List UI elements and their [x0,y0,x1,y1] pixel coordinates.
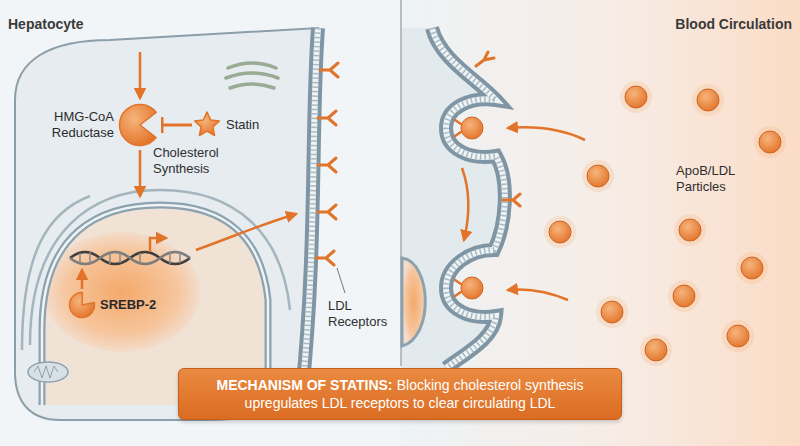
endocytosis-arrow [462,168,468,240]
uptake-arrow [508,289,568,300]
inhibition-connector [162,124,192,127]
dna-strand [70,252,190,264]
golgi [228,63,276,68]
pathway-arrow [139,52,142,98]
plasma-membrane [432,28,505,368]
expression-arrow [196,214,296,250]
transcription-arrow [150,238,166,252]
golgi [226,73,278,78]
uptake-arrow [508,127,585,140]
panel-title: Blood Circulation [640,16,792,33]
drug-icon [195,112,220,136]
plasma-membrane [302,28,318,392]
pathway-arrow [139,150,142,196]
plasma-membrane [432,28,505,368]
hepatocyte-body [15,28,318,420]
leader-line [337,268,345,293]
particle-glow [722,320,754,352]
node-label: HMG-CoA Reductase [42,109,114,140]
particle-glow [596,296,628,328]
node-label: SREBP-2 [100,297,156,313]
ldl-particle [673,285,695,307]
golgi [230,84,274,88]
ldl-particles [544,81,786,366]
enzyme-icon [70,293,95,318]
receptor-label: LDL Receptors [328,298,398,329]
particle-glow [754,126,786,158]
nucleus-core [44,232,200,352]
ldl-particle [601,301,623,323]
ldl-particle [645,339,667,361]
particle-glow [544,216,576,248]
particle-glow [640,334,672,366]
enzyme-icon [118,103,162,147]
particle-label: ApoB/LDL Particles [676,163,758,194]
caption-band: MECHANISM OF STATINS:Blocking cholestero… [178,368,622,420]
enzyme-icon [68,291,96,319]
mitochondrion [34,366,58,378]
caption-heading: MECHANISM OF STATINS: [217,377,393,393]
nucleus [402,258,425,346]
ldl-particle [759,131,781,153]
process-label: Cholesterol Synthesis [153,145,243,176]
plasma-membrane [432,28,505,368]
dna-rungs [80,252,180,264]
cell-interior [402,28,505,368]
particle-glow [582,160,614,192]
ldl-receptor [316,63,338,265]
particle-glow [674,214,706,246]
particle-glow [620,81,652,113]
ldl-particle [679,219,701,241]
particle-glow [668,280,700,312]
activation-arrow [81,270,84,289]
particle-glow [692,84,724,116]
ldl-particle [461,277,483,299]
ldl-receptor [455,120,461,296]
node-label: Statin [226,117,259,133]
mitochondrion [28,362,68,382]
ldl-particle [697,89,719,111]
ldl-particle [587,165,609,187]
transcription-factor-node: SREBP-2 [68,291,156,319]
panel-title: Hepatocyte [8,16,83,33]
enzyme-node: HMG-CoA Reductase [42,103,162,147]
drug-icon [192,110,222,140]
ldl-particle [741,257,763,279]
plasma-membrane [302,28,318,392]
ldl-particle [727,325,749,347]
plasma-membrane [302,28,318,392]
drug-node: Statin [192,110,259,140]
dna-strand [70,252,190,264]
particle-glow [736,252,768,284]
ldl-particle [549,221,571,243]
enzyme-icon [119,105,156,146]
ldl-particle [625,86,647,108]
ldl-particle [461,117,483,139]
